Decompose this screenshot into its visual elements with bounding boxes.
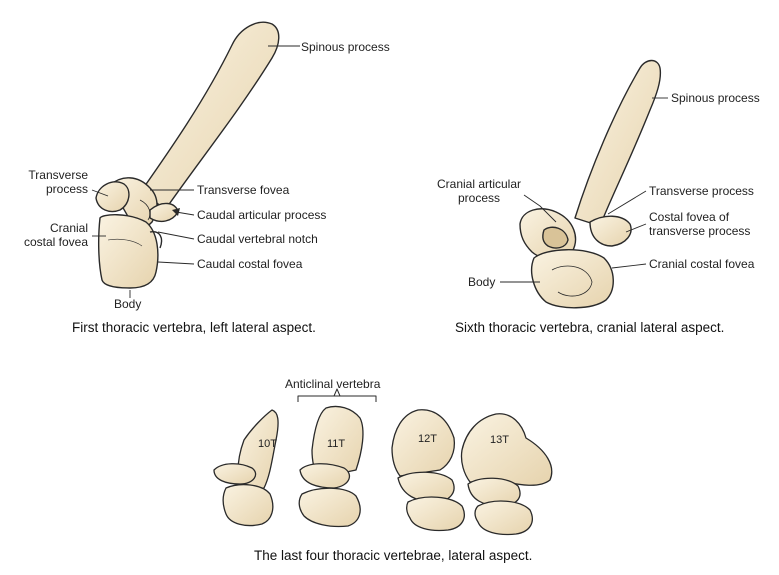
label-spinous-process-fig1: Spinous process: [301, 40, 390, 54]
tag-10T: 10T: [258, 438, 277, 450]
vertebra-10T-drawing: [213, 409, 279, 527]
label-transverse-process-fig2: Transverse process: [649, 184, 754, 198]
label-costal-fovea-line1-fig2: Costal fovea of: [649, 210, 730, 224]
label-transverse-process-line2-fig1: process: [45, 182, 88, 196]
vertebra-13T-drawing: [460, 413, 553, 536]
label-cranial-costal-fovea-fig2: Cranial costal fovea: [649, 257, 755, 271]
label-transverse-process-line1-fig1: Transverse: [28, 168, 88, 182]
label-cranial-articular-process-line1-fig2: Cranial articular: [436, 177, 522, 191]
label-caudal-costal-fovea-fig1: Caudal costal fovea: [197, 257, 303, 271]
label-caudal-articular-process-fig1: Caudal articular process: [197, 208, 327, 222]
label-body-fig1: Body: [114, 297, 142, 311]
label-anticlinal-vertebra: Anticlinal vertebra: [285, 377, 381, 391]
label-costal-fovea-line2-fig2: transverse process: [649, 224, 751, 238]
caption-figure1: First thoracic vertebra, left lateral as…: [72, 320, 316, 335]
caption-figure2: Sixth thoracic vertebra, cranial lateral…: [455, 320, 725, 335]
last-four-thoracic-vertebrae-drawing: [213, 388, 553, 536]
first-thoracic-vertebra-drawing: [91, 21, 300, 298]
vertebra-11T-drawing: [298, 405, 364, 528]
label-caudal-vertebral-notch-fig1: Caudal vertebral notch: [197, 232, 318, 246]
tag-12T: 12T: [418, 433, 437, 445]
tag-13T: 13T: [490, 434, 509, 446]
label-body-fig2: Body: [468, 275, 496, 289]
tag-11T: 11T: [327, 438, 346, 450]
vertebra-12T-drawing: [391, 409, 465, 532]
sixth-thoracic-vertebra-drawing: [500, 59, 668, 309]
label-cranial-costal-fovea-line1-fig1: Cranial: [49, 221, 88, 235]
caption-figure3: The last four thoracic vertebrae, latera…: [254, 548, 533, 563]
label-spinous-process-fig2: Spinous process: [671, 91, 760, 105]
label-transverse-fovea-fig1: Transverse fovea: [197, 183, 290, 197]
label-cranial-articular-process-line2-fig2: process: [457, 191, 501, 205]
label-cranial-costal-fovea-line2-fig1: costal fovea: [23, 235, 88, 249]
